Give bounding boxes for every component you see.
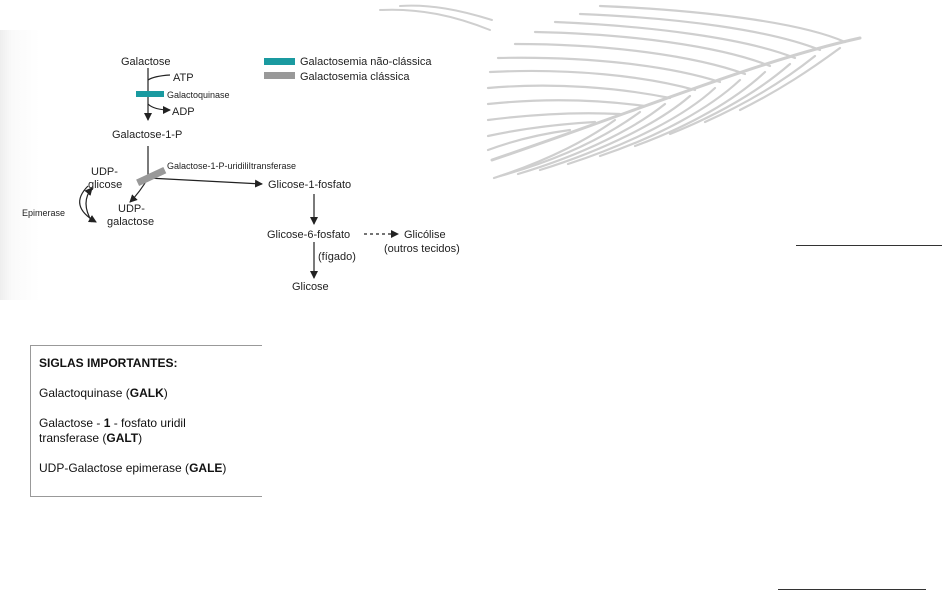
enzyme-galactoquinase: Galactoquinase — [167, 90, 230, 100]
node-glicose-1-fosfato: Glicose-1-fosfato — [268, 179, 351, 191]
galactoquinase-block-bar — [136, 91, 164, 97]
node-glicolise: Glicólise — [404, 229, 446, 241]
node-udp-galactose-line2: galactose — [107, 216, 154, 228]
transferase-block-bar — [136, 166, 167, 186]
node-adp: ADP — [172, 106, 195, 118]
legend: Galactosemia não-clássica Galactosemia c… — [264, 56, 432, 83]
legend-label-non-classic: Galactosemia não-clássica — [300, 56, 432, 68]
abbreviations-box: SIGLAS IMPORTANTES: Galactoquinase (GALK… — [30, 345, 262, 497]
node-galactose: Galactose — [121, 56, 171, 68]
legend-swatch-classic — [264, 72, 295, 79]
abbreviation-gale: UDP-Galactose epimerase (GALE) — [39, 461, 227, 475]
diagram-background — [0, 30, 487, 300]
node-outros-tecidos: (outros tecidos) — [384, 243, 460, 255]
node-glicose: Glicose — [292, 281, 329, 293]
node-galactose-1-p: Galactose-1-P — [112, 129, 182, 141]
node-glicose-6-fosfato: Glicose-6-fosfato — [267, 229, 350, 241]
decorative-rule-top — [796, 245, 942, 246]
enzyme-epimerase: Epimerase — [22, 208, 65, 218]
abbreviation-galk: Galactoquinase (GALK) — [39, 386, 168, 400]
legend-label-classic: Galactosemia clássica — [300, 71, 410, 83]
node-udp-glicose-line1: UDP- — [91, 166, 118, 178]
node-atp: ATP — [173, 72, 194, 84]
pathway-labels: Galactose ATP Galactoquinase ADP Galacto… — [22, 56, 460, 293]
pathway-arrows — [79, 68, 399, 279]
feather-decoration — [379, 4, 862, 180]
decorative-rule-bottom — [778, 589, 926, 590]
abbreviations-title: SIGLAS IMPORTANTES: — [39, 356, 178, 370]
node-figado: (fígado) — [318, 251, 356, 263]
node-udp-galactose-line1: UDP- — [118, 203, 145, 215]
legend-swatch-non-classic — [264, 58, 295, 65]
node-udp-glicose-line2: glicose — [88, 179, 122, 191]
enzyme-transferase: Galactose-1-P-uridiliItransferase — [167, 161, 296, 171]
